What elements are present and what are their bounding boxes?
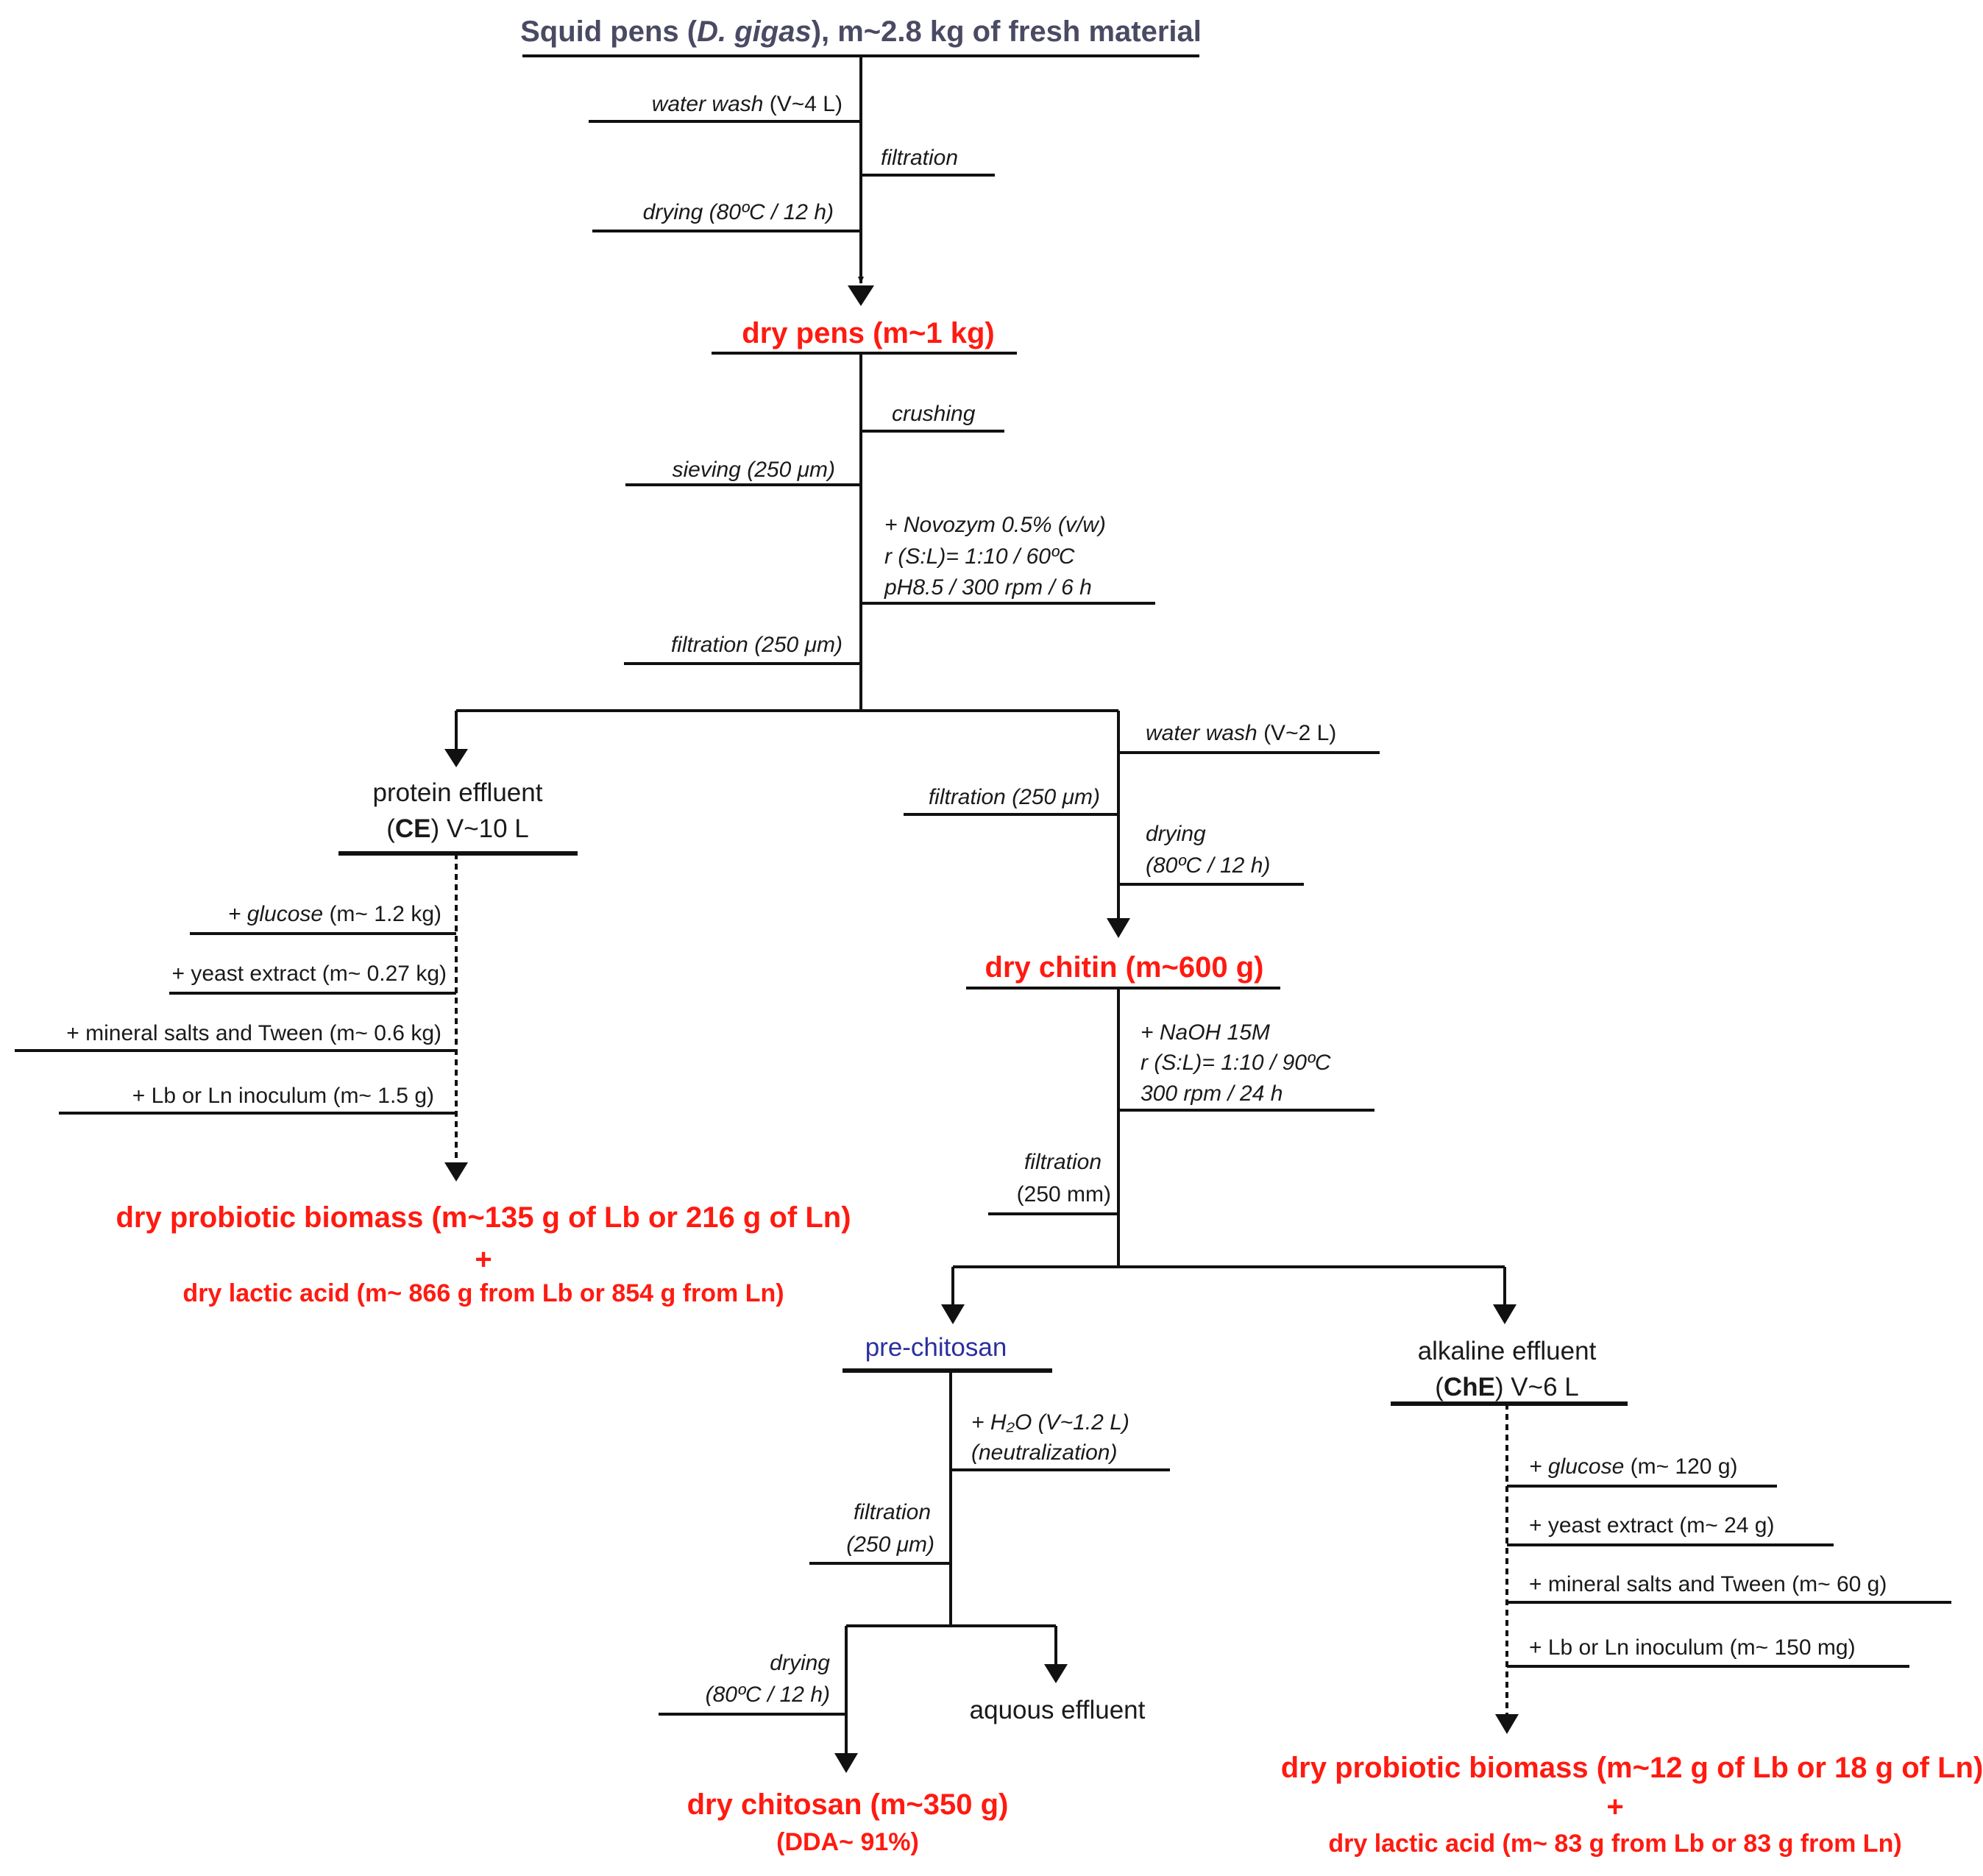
drying-2-label-1: drying bbox=[1146, 822, 1206, 846]
filtration-pens-label: filtration (250 μm) bbox=[670, 633, 842, 657]
water-wash-2-label: water wash (V~2 L) bbox=[1146, 721, 1337, 745]
source-material-title: Squid pens (D. gigas), m~2.8 kg of fresh… bbox=[520, 15, 1202, 48]
enzyme-line-1: + Novozym 0.5% (v/w) bbox=[884, 513, 1106, 537]
water-wash-label: water wash (V~4 L) bbox=[651, 92, 842, 116]
dry-pens-title: dry pens (m~1 kg) bbox=[742, 317, 995, 349]
alkaline-minerals-label: + mineral salts and Tween (m~ 60 g) bbox=[1529, 1572, 1887, 1596]
arrowhead-protein bbox=[444, 749, 468, 767]
arrowhead-chitin bbox=[1107, 918, 1130, 938]
drying-3-label-1: drying bbox=[770, 1651, 830, 1675]
filtration-3-label-2: (250 mm) bbox=[1016, 1182, 1111, 1207]
naoh-line-1: + NaOH 15M bbox=[1141, 1020, 1270, 1045]
drying-label: drying (80ºC / 12 h) bbox=[642, 200, 834, 224]
alkaline-result-lactic: dry lactic acid (m~ 83 g from Lb or 83 g… bbox=[1328, 1830, 1902, 1858]
enzyme-line-2: r (S:L)= 1:10 / 60ºC bbox=[884, 544, 1075, 569]
crushing-label: crushing bbox=[892, 402, 976, 426]
alkaline-inoculum-label: + Lb or Ln inoculum (m~ 150 mg) bbox=[1529, 1635, 1856, 1660]
alkaline-yeast-label: + yeast extract (m~ 24 g) bbox=[1529, 1513, 1775, 1538]
protein-result-lactic: dry lactic acid (m~ 866 g from Lb or 854… bbox=[182, 1279, 784, 1307]
arrowhead-alkaline bbox=[1493, 1304, 1516, 1324]
dda-label: (DDA~ 91%) bbox=[776, 1828, 919, 1856]
alkaline-glucose-label: + glucose (m~ 120 g) bbox=[1529, 1454, 1738, 1479]
filtration-label: filtration bbox=[881, 146, 959, 170]
protein-minerals-label: + mineral salts and Tween (m~ 0.6 kg) bbox=[66, 1021, 441, 1045]
dry-chitosan-title: dry chitosan (m~350 g) bbox=[687, 1788, 1009, 1821]
protein-result-plus: + bbox=[475, 1243, 492, 1276]
arrowhead-aqueous bbox=[1044, 1664, 1068, 1683]
drying-3-label-2: (80ºC / 12 h) bbox=[705, 1683, 830, 1707]
alkaline-effluent-label: alkaline effluent bbox=[1417, 1337, 1597, 1365]
filtration-4-label-1: filtration bbox=[853, 1500, 931, 1524]
protein-inoculum-label: + Lb or Ln inoculum (m~ 1.5 g) bbox=[132, 1084, 434, 1108]
protein-effluent-volume: (CE) V~10 L bbox=[386, 814, 529, 843]
filtration-2-label: filtration (250 μm) bbox=[928, 785, 1100, 809]
arrowhead-chitosan bbox=[834, 1753, 858, 1773]
alkaline-result-biomass: dry probiotic biomass (m~12 g of Lb or 1… bbox=[1280, 1752, 1983, 1784]
protein-glucose-label: + glucose (m~ 1.2 kg) bbox=[227, 902, 441, 926]
water-neutral-line-1: + H₂O (V~1.2 L) bbox=[971, 1410, 1129, 1435]
water-neutral-line-2: (neutralization) bbox=[971, 1440, 1118, 1465]
sieving-label: sieving (250 μm) bbox=[672, 458, 835, 482]
arrowhead-prechitosan bbox=[941, 1304, 965, 1324]
protein-yeast-label: + yeast extract (m~ 0.27 kg) bbox=[171, 962, 447, 986]
dry-chitin-title: dry chitin (m~600 g) bbox=[985, 951, 1264, 984]
arrowhead-alkaline-result bbox=[1495, 1714, 1519, 1734]
arrowhead-pens bbox=[848, 285, 874, 306]
naoh-line-2: r (S:L)= 1:10 / 90ºC bbox=[1141, 1051, 1331, 1075]
protein-result-biomass: dry probiotic biomass (m~135 g of Lb or … bbox=[116, 1201, 851, 1234]
naoh-line-3: 300 rpm / 24 h bbox=[1141, 1081, 1283, 1106]
arrowhead-protein-result bbox=[444, 1162, 468, 1182]
filtration-4-label-2: (250 μm) bbox=[846, 1532, 934, 1557]
filtration-3-label-1: filtration bbox=[1024, 1150, 1102, 1174]
enzyme-line-3: pH8.5 / 300 rpm / 6 h bbox=[884, 575, 1092, 600]
alkaline-effluent-volume: (ChE) V~6 L bbox=[1435, 1373, 1579, 1401]
drying-2-label-2: (80ºC / 12 h) bbox=[1146, 853, 1271, 878]
prechitosan-title: pre-chitosan bbox=[865, 1333, 1007, 1362]
protein-effluent-label: protein effluent bbox=[372, 778, 543, 807]
aqueous-effluent-label: aquous effluent bbox=[969, 1696, 1146, 1724]
alkaline-result-plus: + bbox=[1606, 1791, 1624, 1823]
